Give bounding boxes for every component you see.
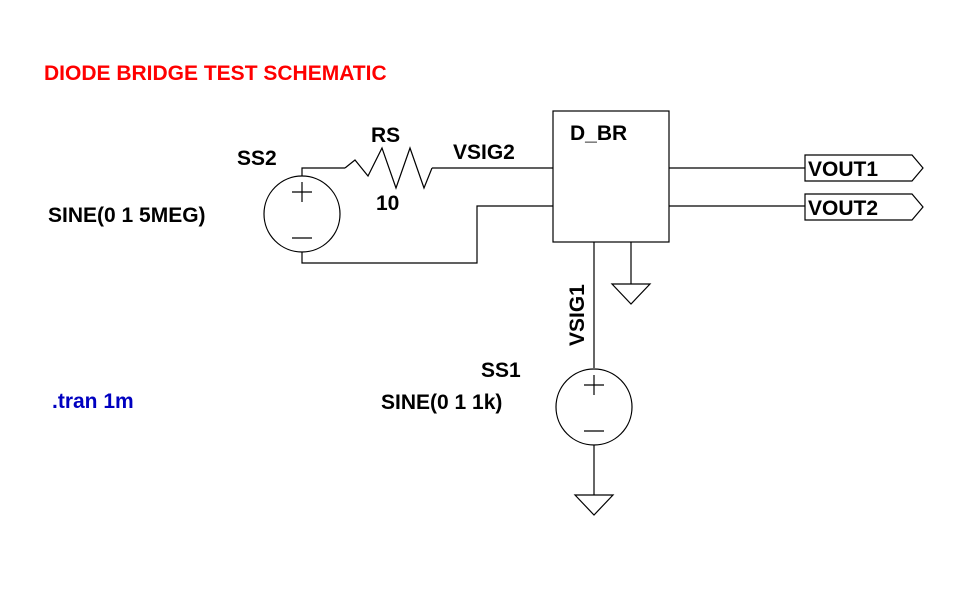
port-vout2[interactable] (804, 193, 924, 221)
ground-symbol-dbr (610, 242, 652, 305)
resistor-rs[interactable] (344, 146, 433, 190)
tran-directive: .tran 1m (52, 390, 134, 413)
port-vout1-label: VOUT1 (808, 158, 878, 181)
dbr-name-label: D_BR (570, 122, 627, 145)
schematic-title: DIODE BRIDGE TEST SCHEMATIC (44, 62, 387, 85)
rs-value-label: 10 (376, 192, 399, 215)
ss2-name-label: SS2 (237, 147, 277, 170)
ss1-name-label: SS1 (481, 359, 521, 382)
net-label-vsig1: VSIG1 (566, 284, 589, 346)
wire-ss2-return (301, 205, 553, 264)
ss2-value-label: SINE(0 1 5MEG) (48, 204, 206, 227)
diode-bridge-block[interactable] (552, 110, 670, 243)
port-vout1[interactable] (804, 154, 924, 182)
source-ss2[interactable] (263, 175, 341, 253)
wire-ss2-rs (301, 167, 345, 176)
rs-name-label: RS (371, 124, 400, 147)
ss1-value-label: SINE(0 1 1k) (381, 391, 502, 414)
port-vout2-label: VOUT2 (808, 197, 878, 220)
net-label-vsig2: VSIG2 (453, 141, 515, 164)
ground-symbol-ss1 (573, 445, 615, 516)
source-ss1[interactable] (555, 368, 633, 446)
